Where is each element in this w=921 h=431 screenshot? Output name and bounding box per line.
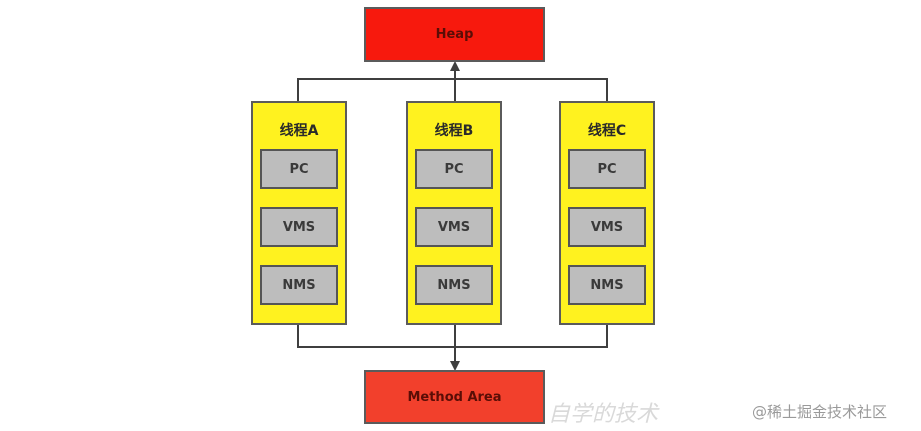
thread-c-vms-cell: VMS bbox=[568, 207, 646, 247]
heap-box: Heap bbox=[364, 7, 545, 62]
thread-b-nms-cell: NMS bbox=[415, 265, 493, 305]
thread-c-pc-cell: PC bbox=[568, 149, 646, 189]
method-area-label: Method Area bbox=[407, 389, 502, 405]
site-watermark: @稀土掘金技术社区 bbox=[752, 403, 888, 421]
thread-a-nms-cell: NMS bbox=[260, 265, 338, 305]
thread-b-box: 线程B PC VMS NMS bbox=[406, 101, 502, 325]
heap-label: Heap bbox=[435, 27, 474, 42]
bottom-bus-line bbox=[297, 325, 608, 348]
thread-a-pc-cell: PC bbox=[260, 149, 338, 189]
thread-b-title: 线程B bbox=[434, 123, 474, 139]
thread-a-title: 线程A bbox=[279, 123, 319, 139]
thread-c-nms-cell: NMS bbox=[568, 265, 646, 305]
thread-c-title: 线程C bbox=[587, 123, 627, 139]
top-bus-line bbox=[297, 78, 608, 101]
method-area-box: Method Area bbox=[364, 370, 545, 424]
thread-b-pc-cell: PC bbox=[415, 149, 493, 189]
thread-b-vms-cell: VMS bbox=[415, 207, 493, 247]
thread-a-vms-cell: VMS bbox=[260, 207, 338, 247]
thread-c-box: 线程C PC VMS NMS bbox=[559, 101, 655, 325]
faint-watermark: 自学的技术 bbox=[548, 402, 659, 427]
thread-a-box: 线程A PC VMS NMS bbox=[251, 101, 347, 325]
